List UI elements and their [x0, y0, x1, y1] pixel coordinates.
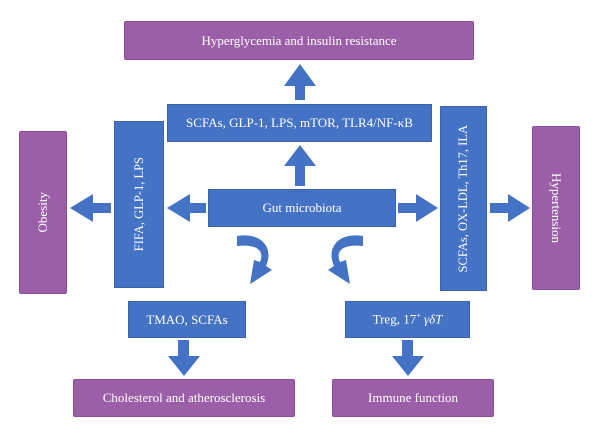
mediator-bottom-right-label: Treg, 17+ γδT — [372, 311, 443, 327]
mediator-top: SCFAs, GLP-1, LPS, mTOR, TLR4/NF-κB — [167, 104, 432, 142]
center-gut-microbiota-label: Gut microbiota — [262, 200, 342, 215]
mediator-right: SCFAs, OX-LDL, Th17, ILA — [440, 106, 487, 291]
outcome-hypertension-label: Hypertension — [549, 172, 564, 244]
arrow-right-to-hypertension — [490, 194, 530, 222]
outcome-immune-label: Immune function — [368, 390, 458, 405]
outcome-obesity-label: Obesity — [35, 192, 50, 233]
arrow-left-to-left-mediator — [167, 194, 206, 222]
outcome-hyperglycemia-label: Hyperglycemia and insulin resistance — [201, 32, 397, 48]
mediator-bottom-left: TMAO, SCFAs — [128, 301, 246, 338]
outcome-cholesterol-label: Cholesterol and atherosclerosis — [102, 390, 266, 405]
mediator-right-label: SCFAs, OX-LDL, Th17, ILA — [456, 124, 470, 273]
arrow-down-to-cholesterol — [168, 340, 200, 376]
arrow-right-to-right-mediator — [398, 194, 438, 222]
outcome-obesity: Obesity — [19, 131, 67, 294]
outcome-cholesterol: Cholesterol and atherosclerosis — [73, 379, 295, 417]
outcome-hypertension: Hypertension — [532, 126, 580, 290]
arrow-down-to-immune — [392, 340, 424, 376]
center-gut-microbiota: Gut microbiota — [208, 189, 396, 227]
mediator-left: FIFA, GLP-1, LPS — [114, 121, 164, 288]
mediator-bottom-right: Treg, 17+ γδT — [345, 301, 470, 338]
curved-arrow-to-tmao — [237, 235, 272, 284]
arrow-left-to-obesity — [70, 194, 111, 222]
arrow-up-to-top-mediator — [284, 145, 316, 186]
outcome-hyperglycemia: Hyperglycemia and insulin resistance — [124, 21, 474, 60]
arrow-up-to-hyperglycemia — [284, 64, 316, 100]
mediator-left-label: FIFA, GLP-1, LPS — [131, 157, 146, 252]
mediator-bottom-left-label: TMAO, SCFAs — [146, 311, 228, 327]
curved-arrow-to-treg — [328, 235, 363, 284]
mediator-top-label: SCFAs, GLP-1, LPS, mTOR, TLR4/NF-κB — [186, 115, 413, 130]
outcome-immune: Immune function — [332, 379, 494, 417]
